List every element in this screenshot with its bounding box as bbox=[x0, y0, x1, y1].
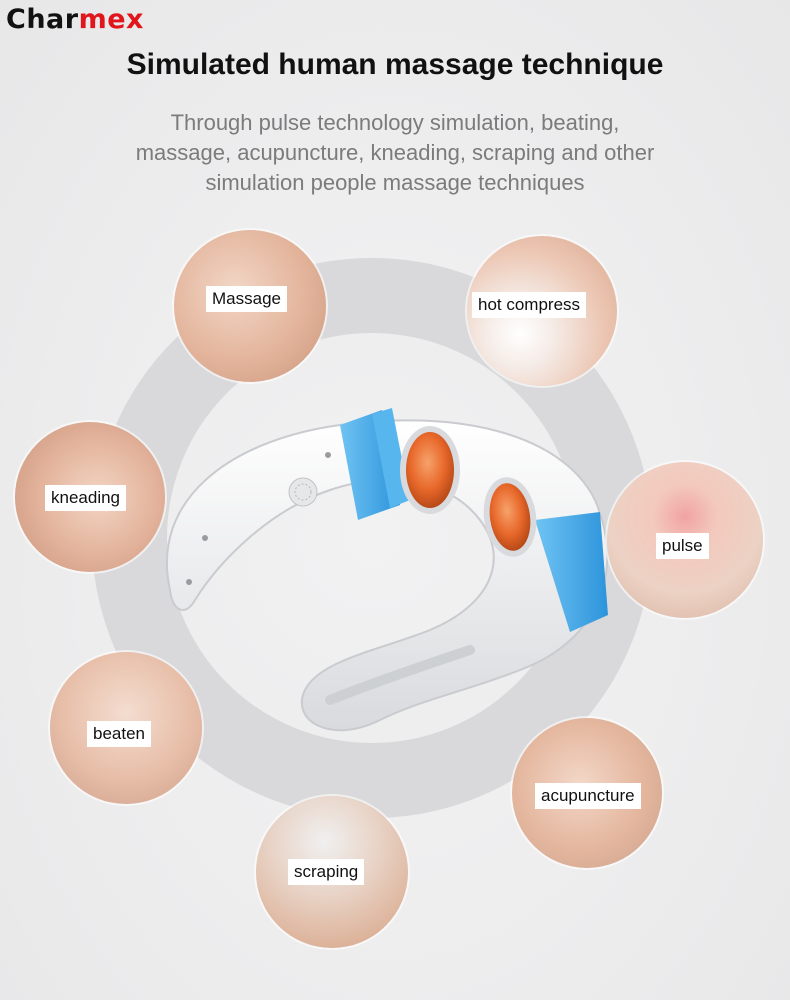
technique-hot-compress-label: hot compress bbox=[472, 292, 587, 318]
technique-acupuncture-label: acupuncture bbox=[535, 783, 641, 809]
subtitle: Through pulse technology simulation, bea… bbox=[60, 108, 730, 198]
blue-band-right bbox=[535, 512, 608, 632]
technique-scraping-label: scraping bbox=[288, 859, 365, 885]
subtitle-line-3: simulation people massage techniques bbox=[205, 170, 585, 195]
technique-pulse-label: pulse bbox=[656, 533, 709, 559]
electrode-pad-left bbox=[406, 432, 454, 508]
technique-massage-label: Massage bbox=[206, 286, 287, 312]
speaker-grill-icon bbox=[288, 477, 318, 507]
brand-logo-part2: mex bbox=[78, 4, 144, 35]
brand-logo-part1: Char bbox=[6, 4, 79, 35]
brand-logo: Charmex bbox=[6, 4, 144, 35]
subtitle-line-1: Through pulse technology simulation, bea… bbox=[170, 110, 620, 135]
technique-kneading-label: kneading bbox=[45, 485, 127, 511]
subtitle-line-2: massage, acupuncture, kneading, scraping… bbox=[135, 140, 655, 165]
electrode-pad-right bbox=[489, 483, 531, 551]
page-title: Simulated human massage technique bbox=[126, 48, 664, 81]
technique-beaten-label: beaten bbox=[87, 721, 151, 747]
